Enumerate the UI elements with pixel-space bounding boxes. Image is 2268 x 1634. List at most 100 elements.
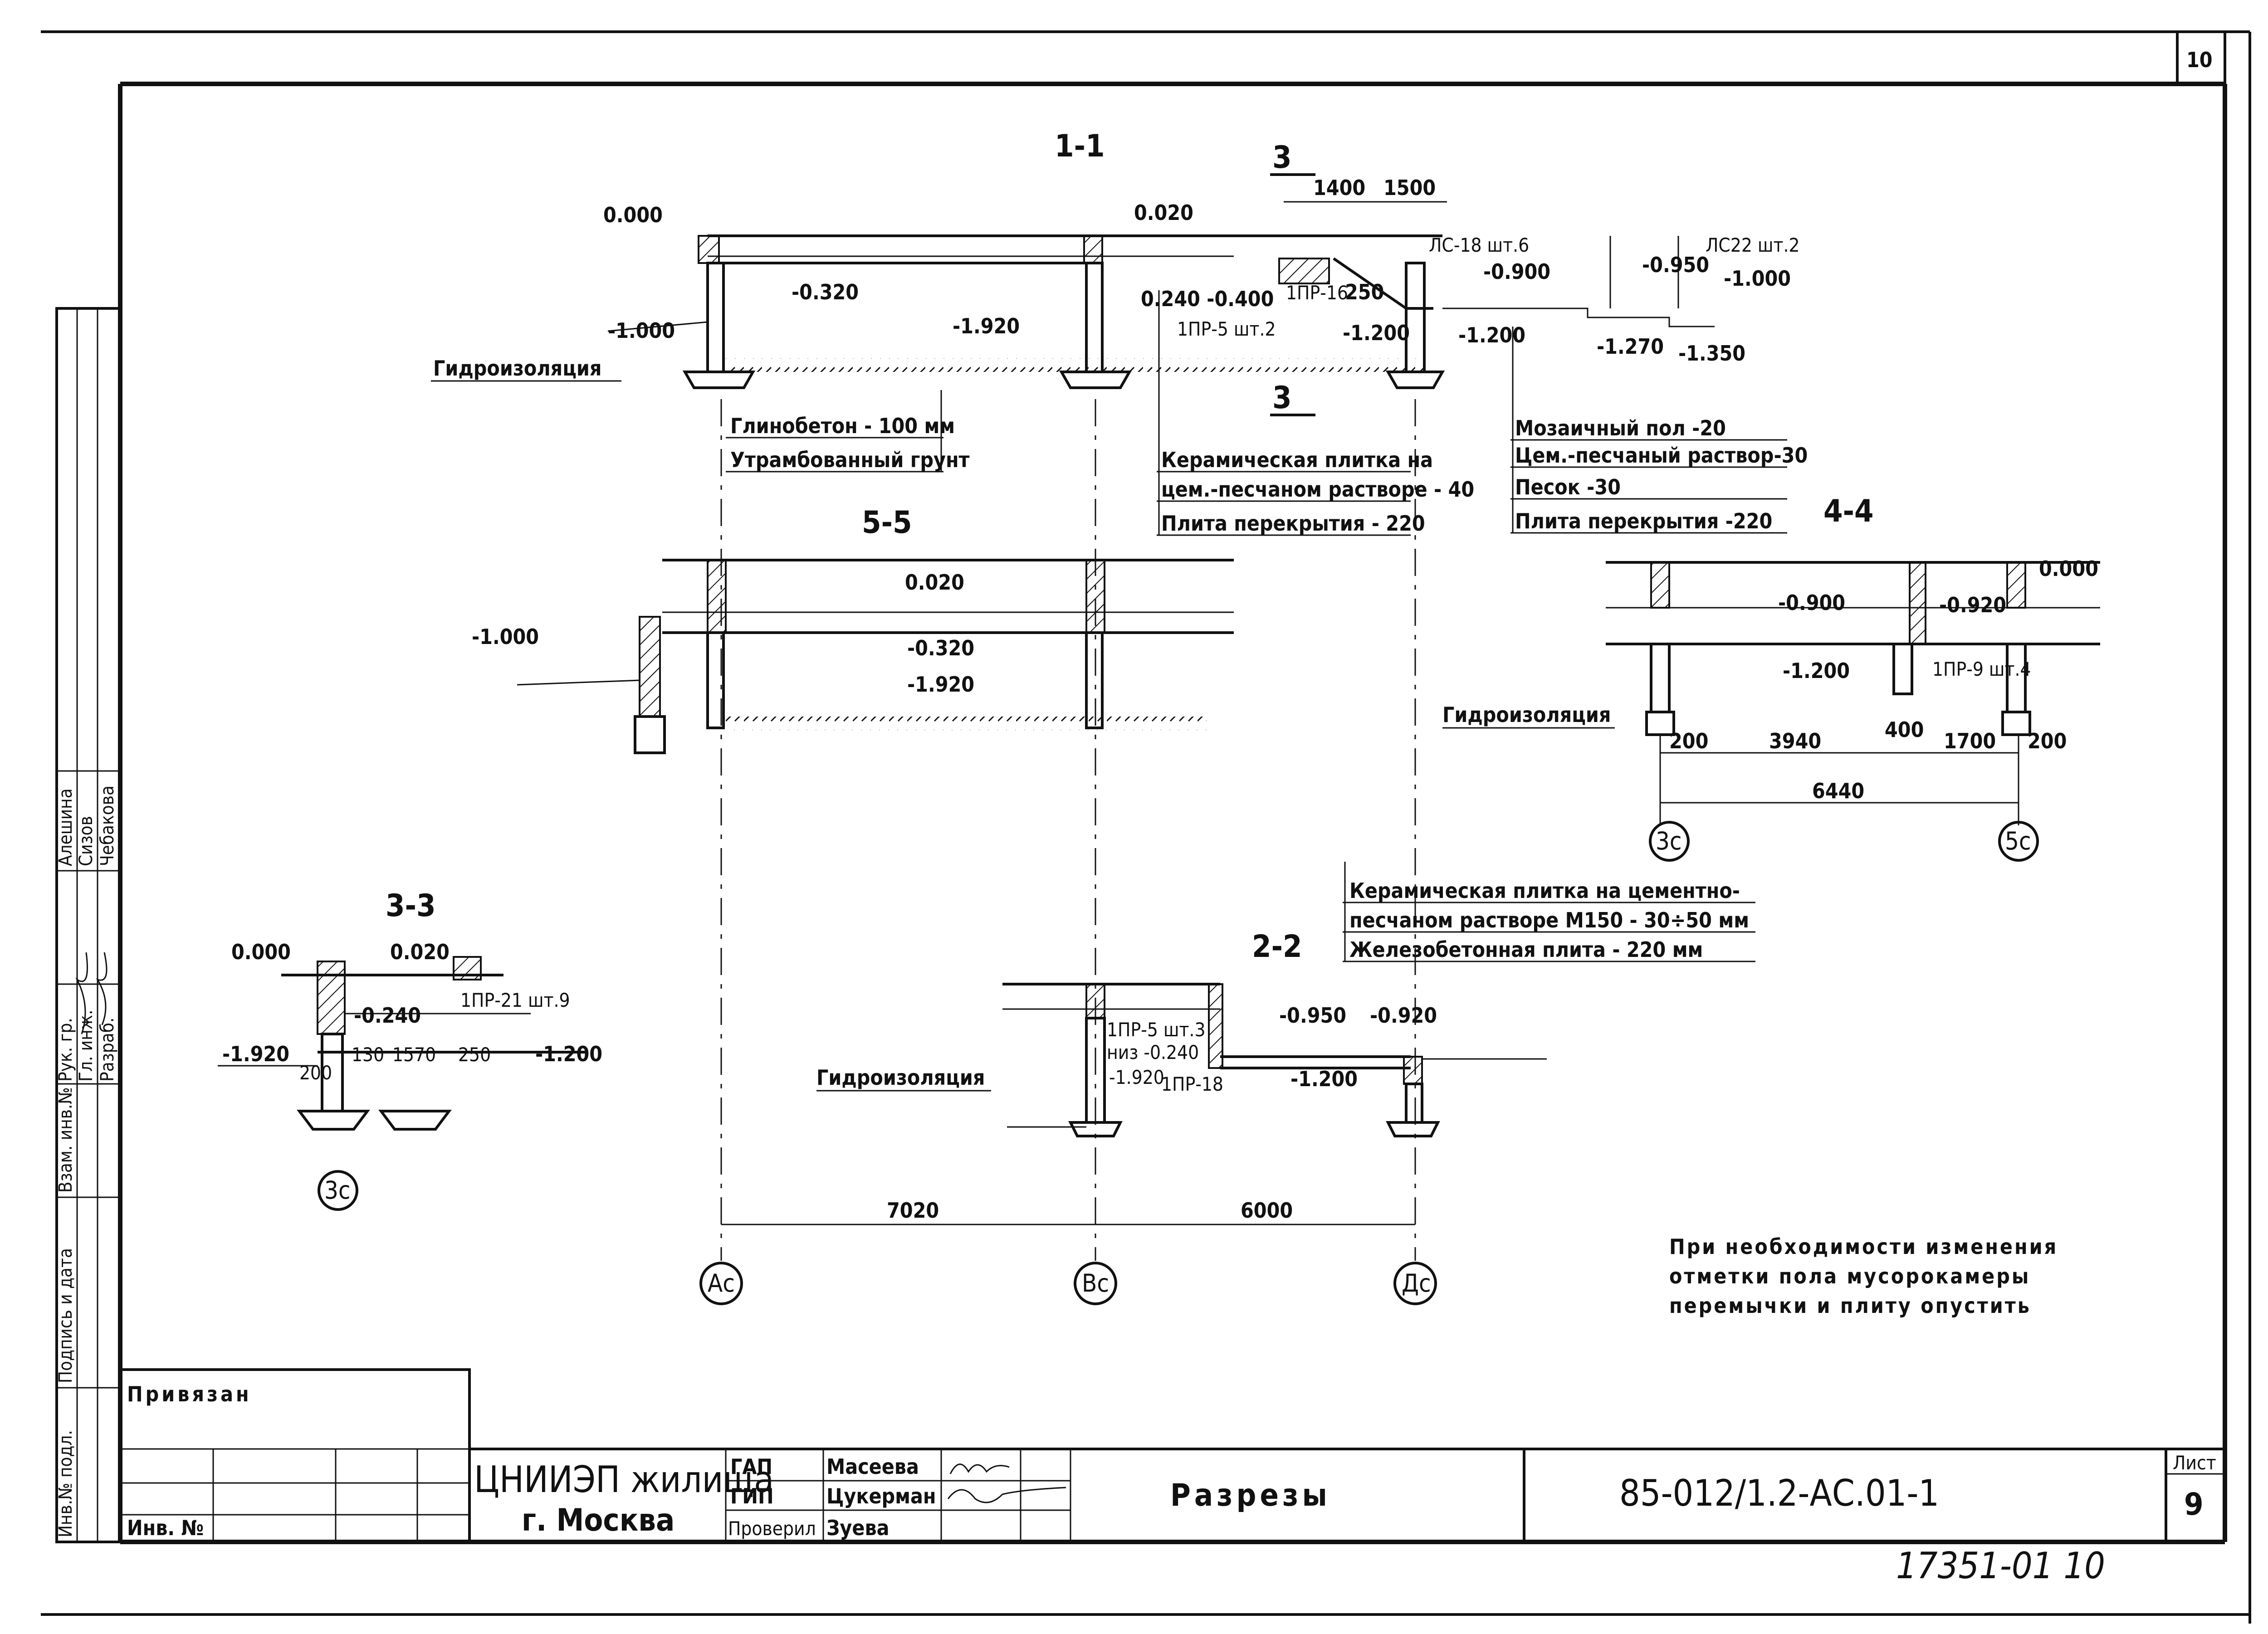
section-marker-bottom: 3	[1272, 380, 1292, 416]
role-gip: ГИП	[730, 1484, 774, 1508]
mark-5-5-1-920: -1.920	[907, 672, 974, 697]
org-city: г. Москва	[522, 1502, 675, 1538]
role-lead: Рук. гр.	[55, 1018, 76, 1082]
note-line-1: При необходимости изменения	[1669, 1234, 2058, 1259]
dim-1500: 1500	[1383, 176, 1436, 200]
mark-4-4-0-920: -0.920	[1939, 593, 2006, 617]
dim-4-4-6440: 6440	[1812, 779, 1864, 803]
dim-3-3-250: 250	[458, 1044, 491, 1066]
section-3-3-title: 3-3	[386, 888, 436, 924]
mark-2-2-0-950: -0.950	[1279, 1003, 1346, 1028]
dim-7020: 7020	[887, 1198, 939, 1223]
mark-3-3-0-020: 0.020	[390, 940, 450, 964]
dim-6000: 6000	[1241, 1198, 1293, 1223]
section-5-5: 5-5 0.020 -0.320 -1.920 -1.000	[472, 505, 1234, 754]
layer-callout-a: Глинобетон - 100 мм Утрамбованный грунт	[726, 390, 970, 473]
layer-glinobeton: Глинобетон - 100 мм	[730, 414, 955, 438]
axis-label-3c-4-4: 3с	[1656, 827, 1682, 855]
mark-0-900: -0.900	[1483, 259, 1550, 284]
dim-250: 250	[1345, 280, 1384, 304]
axis-label-dc: Дс	[1402, 1269, 1431, 1297]
callout-ls18: ЛС-18 шт.6	[1429, 234, 1529, 256]
mark-4-4-1-200: -1.200	[1783, 658, 1850, 683]
mark-3-3-0-000: 0.000	[231, 940, 291, 964]
callout-1pr9: 1ПР-9 шт.4	[1932, 658, 2031, 680]
strip-signature-date: Подпись и дата	[55, 1248, 76, 1383]
dim-1400: 1400	[1313, 176, 1365, 200]
org-name: ЦНИИЭП жилища	[474, 1458, 774, 1501]
mark-5-5-0-320: -0.320	[907, 636, 974, 660]
mark-1-270: -1.270	[1597, 334, 1664, 359]
layer-2-2-mortar: песчаном растворе М150 - 30÷50 мм	[1349, 908, 1749, 932]
signature-tsukerman	[947, 1487, 1066, 1503]
layer-slab-220c: Плита перекрытия -220	[1515, 509, 1772, 533]
attached-label: Привязан	[127, 1382, 252, 1406]
mark-0-240: 0.240 -0.400	[1141, 287, 1274, 311]
mark-1-000-right: -1.000	[1724, 266, 1791, 291]
strip-replace-inv: Взам. инв.№	[55, 1087, 76, 1193]
signature-1	[75, 952, 88, 1034]
note-line-2: отметки пола мусорокамеры	[1669, 1264, 2030, 1288]
dim-3-3-200: 200	[299, 1062, 332, 1084]
inventory-label: Инв. №	[127, 1516, 204, 1540]
dim-3-3-130: 130	[352, 1044, 384, 1066]
dim-4-4-1700: 1700	[1944, 729, 1996, 753]
note-line-3: перемычки и плиту опустить	[1669, 1293, 2031, 1318]
mark-0-950: -0.950	[1642, 253, 1709, 277]
strip-original-inv: Инв.№ подл.	[55, 1430, 76, 1537]
layer-callout-b: Керамическая плитка на цем.-песчаном рас…	[1157, 290, 1474, 536]
role-gap: ГАП	[730, 1454, 772, 1479]
name-tsukerman: Цукерман	[826, 1484, 936, 1508]
mark-1-920: -1.920	[953, 314, 1020, 338]
name-sizov: Сизов	[76, 816, 97, 866]
callout-1pr21: 1ПР-21 шт.9	[460, 989, 570, 1011]
mark-2-2-0-920: -0.920	[1370, 1003, 1437, 1028]
sheet-frame: 10 17351-01 10	[41, 30, 2251, 1624]
layer-mosaic: Мозаичный пол -20	[1515, 416, 1726, 440]
name-zueva: Зуева	[826, 1516, 890, 1540]
sheet-number: 9	[2184, 1487, 2204, 1522]
name-aleshina: Алешина	[55, 788, 76, 866]
name-maseeva: Масеева	[826, 1454, 919, 1479]
section-2-2-title: 2-2	[1252, 929, 1302, 965]
axis-label-vc: Вс	[1082, 1269, 1109, 1297]
axis-label-ac: Ас	[708, 1269, 735, 1297]
section-5-5-title: 5-5	[862, 505, 912, 541]
waterproofing-label-4-4: Гидроизоляция	[1442, 702, 1611, 727]
axis-label-5c: 5с	[2005, 827, 2031, 855]
callout-1pr5-2-2: 1ПР-5 шт.3	[1107, 1019, 1206, 1041]
document-code: 85-012/1.2-АС.01-1	[1619, 1472, 1939, 1514]
dim-4-4-400: 400	[1885, 717, 1924, 742]
dim-3-3-1570: 1570	[392, 1044, 436, 1066]
mark-1-350: -1.350	[1678, 341, 1745, 366]
dim-4-4-200-right: 200	[2028, 729, 2067, 753]
dim-4-4-200-left: 200	[1669, 729, 1708, 753]
layer-callout-2-2: Керамическая плитка на цементно- песчано…	[1343, 862, 1755, 962]
sheet-label: Лист	[2173, 1452, 2216, 1474]
mark-2-2-1-920: -1.920	[1109, 1066, 1164, 1088]
role-checked: Проверил	[728, 1517, 816, 1540]
layer-callout-c: Мозаичный пол -20 Цем.-песчаный раствор-…	[1510, 327, 1808, 534]
mark-0-020: 0.020	[1134, 200, 1193, 225]
layer-sand-30: Песок -30	[1515, 475, 1621, 499]
bottom-archive-number: 17351-01 10	[1896, 1545, 2105, 1587]
signature-maseeva	[949, 1463, 1010, 1474]
layer-mortar-40: цем.-песчаном растворе - 40	[1161, 477, 1474, 502]
mark-2-2-1-200: -1.200	[1290, 1067, 1358, 1091]
title-block: Привязан Инв. № ЦНИИЭП жилища г. Москва …	[119, 1368, 2225, 1543]
waterproofing-label-2-2: Гидроизоляция	[816, 1065, 985, 1090]
role-chief-engineer: Гл. инж.	[76, 1010, 97, 1082]
axis-lines: 7020 6000 Ас Вс Дс	[699, 399, 1437, 1305]
mark-3-3-0-240: -0.240	[354, 1003, 421, 1028]
callout-1pr5: 1ПР-5 шт.2	[1177, 318, 1276, 340]
layer-ceramic-tile: Керамическая плитка на	[1161, 448, 1433, 472]
mark-0-320: -0.320	[792, 280, 859, 304]
layer-compacted-soil: Утрамбованный грунт	[730, 448, 970, 472]
axis-label-3c-3-3: 3с	[324, 1176, 351, 1205]
section-3-3: 3-3 0.000 0.020 -0.240 -1.920 -1.200 1ПР…	[218, 888, 602, 1211]
document-title: Разрезы	[1170, 1478, 1331, 1513]
callout-1pr18: 1ПР-18	[1161, 1073, 1223, 1095]
left-binding-strip: Рук. гр. Гл. инж. Разраб. Алешина Сизов …	[55, 307, 122, 1543]
mark-1-200-b: -1.200	[1458, 323, 1525, 347]
